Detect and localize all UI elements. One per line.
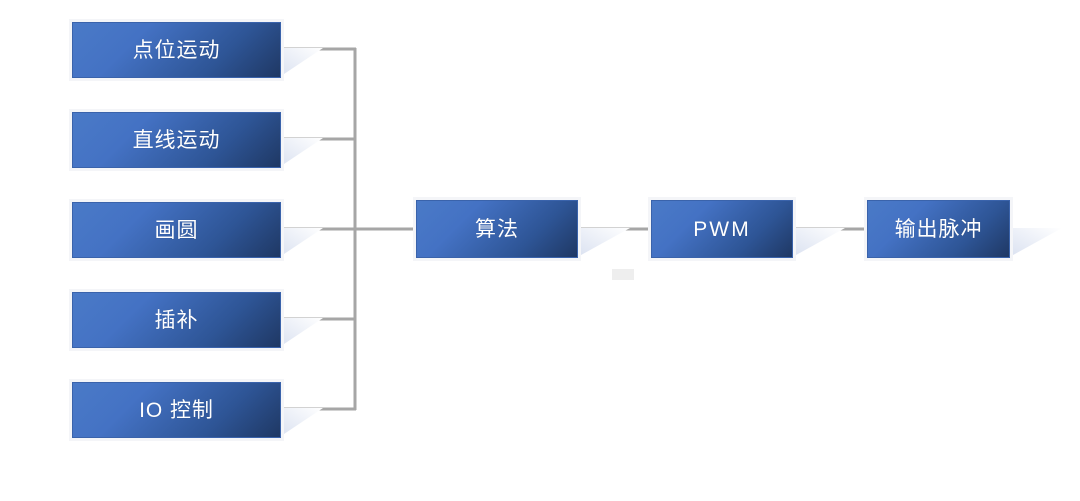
node-point-motion-label: 点位运动 xyxy=(132,38,221,62)
node-shadow-wedge-linear-motion xyxy=(275,138,323,170)
stray-rectangle-artifact xyxy=(612,269,634,280)
node-pwm-label: PWM xyxy=(693,217,751,241)
node-point-motion[interactable]: 点位运动 xyxy=(69,19,284,81)
node-algorithm[interactable]: 算法 xyxy=(413,197,581,261)
node-interpolation[interactable]: 插补 xyxy=(69,289,284,351)
node-output-pulse[interactable]: 输出脉冲 xyxy=(864,197,1013,261)
node-io-control-label: IO 控制 xyxy=(139,398,214,422)
node-io-control[interactable]: IO 控制 xyxy=(69,379,284,441)
node-draw-circle[interactable]: 画圆 xyxy=(69,199,284,261)
node-shadow-wedge-io-control xyxy=(275,408,323,440)
node-shadow-wedge-algorithm xyxy=(572,228,630,260)
node-shadow-wedge-pwm xyxy=(787,228,845,260)
node-draw-circle-label: 画圆 xyxy=(154,218,199,242)
node-linear-motion-label: 直线运动 xyxy=(132,128,221,152)
node-algorithm-label: 算法 xyxy=(475,217,519,241)
node-shadow-wedge-interpolation xyxy=(275,318,323,350)
node-output-pulse-label: 输出脉冲 xyxy=(894,217,983,241)
node-pwm[interactable]: PWM xyxy=(648,197,796,261)
node-shadow-wedge-output-pulse xyxy=(1004,228,1062,260)
node-linear-motion[interactable]: 直线运动 xyxy=(69,109,284,171)
node-shadow-wedge-point-motion xyxy=(275,48,323,80)
node-interpolation-label: 插补 xyxy=(154,308,199,332)
node-shadow-wedge-draw-circle xyxy=(275,228,323,260)
